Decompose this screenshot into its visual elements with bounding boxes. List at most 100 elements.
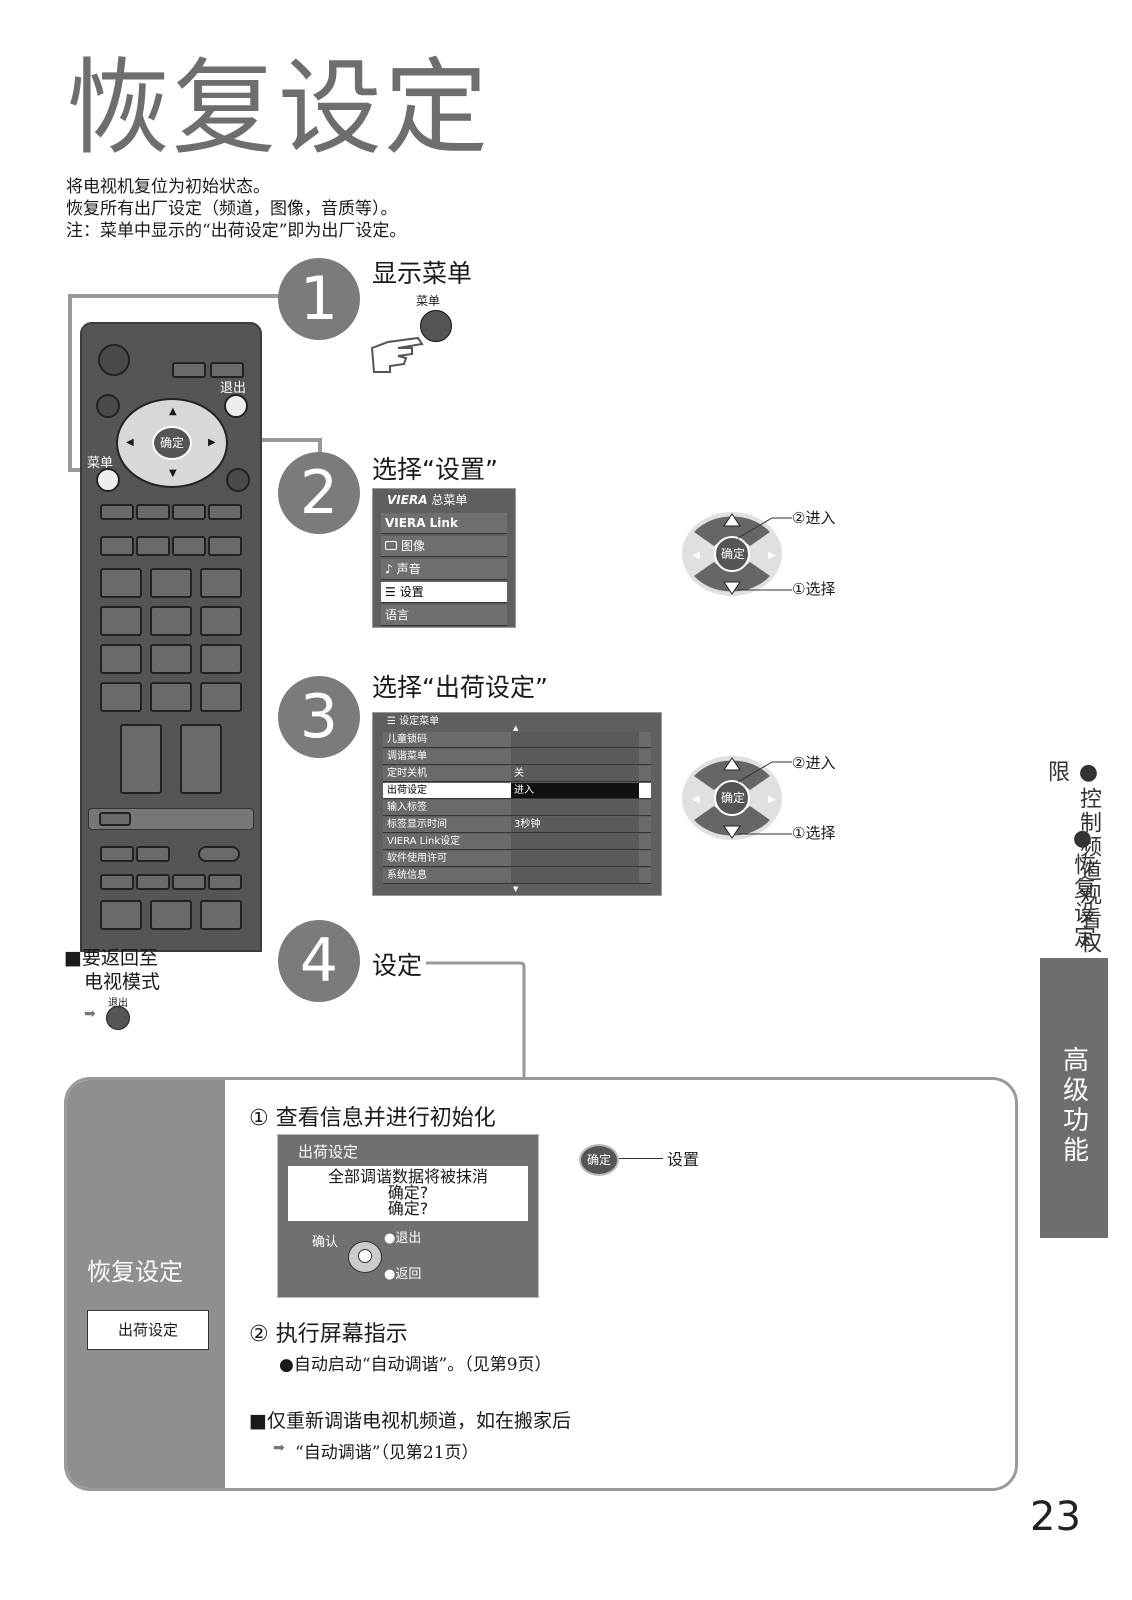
ok-button[interactable]: 确定 (152, 426, 192, 460)
reset-panel-sidebar: 恢复设定 出荷设定 (67, 1080, 225, 1488)
menu-button[interactable] (96, 468, 120, 492)
remote-button[interactable] (150, 900, 192, 930)
select-label: ①选择 (792, 824, 836, 842)
power-button[interactable] (98, 344, 130, 376)
remote-button[interactable] (136, 504, 170, 520)
music-note-icon: ♪ (385, 562, 393, 576)
channel-button[interactable] (180, 724, 222, 794)
menu-item-label: 图像 (401, 539, 426, 553)
sidebar-section-label: 高级功能 (1058, 1046, 1089, 1166)
remote-button[interactable] (172, 362, 206, 378)
remote-button[interactable] (172, 536, 206, 556)
connector-line (426, 961, 526, 1079)
back-option[interactable]: ●返回 (384, 1267, 422, 1282)
remote-button[interactable] (96, 394, 120, 418)
factory-reset-button[interactable]: 出荷设定 (87, 1310, 209, 1350)
setup-row[interactable]: 系统信息 (383, 868, 651, 884)
arrow-left-icon: ◀ (126, 437, 134, 448)
exit-option[interactable]: ●退出 (384, 1231, 422, 1246)
exit-button[interactable] (224, 394, 248, 418)
remote-button[interactable] (99, 812, 131, 826)
setup-row-value (511, 732, 639, 747)
volume-button[interactable] (120, 724, 162, 794)
remote-dpad-illustration: ◀ ▶ (682, 512, 782, 596)
enter-label: ②进入 (792, 754, 836, 772)
ok-button[interactable]: 确定 (579, 1144, 619, 1176)
return-note-title: ■要返回至 (64, 947, 158, 969)
remote-button[interactable] (136, 536, 170, 556)
remote-button[interactable] (100, 536, 134, 556)
remote-button[interactable] (136, 874, 170, 890)
scroll-down-icon: ▼ (513, 885, 519, 893)
confirm-label: 确认 (312, 1235, 339, 1250)
pad-callout-lines (738, 761, 792, 835)
remote-button[interactable] (226, 468, 250, 492)
setup-row[interactable]: 软件使用许可 (383, 851, 651, 867)
dialog-message: 确定? (387, 1199, 429, 1218)
menu-item-sound[interactable]: ♪声音 (381, 559, 507, 580)
exit-label: 退出 (220, 381, 247, 396)
ok-button[interactable]: 确定 (720, 547, 745, 561)
remote-panel (88, 808, 254, 830)
setup-menu-header: 设定菜单 (399, 716, 440, 727)
remote-button[interactable] (172, 874, 206, 890)
setup-row[interactable]: 输入标签 (383, 800, 651, 816)
setup-row-label: 软件使用许可 (387, 853, 447, 864)
setup-row-label: 定时关机 (387, 768, 427, 779)
svg-text:◀: ◀ (692, 794, 700, 805)
menu-item-setup[interactable]: ☰设置 (381, 582, 507, 603)
ok-button[interactable]: 确定 (720, 791, 745, 805)
number-button[interactable] (150, 606, 192, 636)
setup-row-factory-reset[interactable]: 出荷设定进入 (383, 783, 651, 799)
step-number: 2 (278, 452, 360, 534)
number-button[interactable] (150, 682, 192, 712)
exit-label: 退出 (108, 998, 128, 1009)
setup-row[interactable]: 调谐菜单 (383, 749, 651, 765)
setup-row-label: 儿童锁码 (387, 734, 427, 745)
remote-switch[interactable] (198, 846, 240, 862)
number-button[interactable] (200, 644, 242, 674)
remote-button[interactable] (208, 536, 242, 556)
remote-button[interactable] (200, 900, 242, 930)
menu-item-language[interactable]: 语言 (381, 605, 507, 626)
number-button[interactable] (100, 682, 142, 712)
intro-text: 将电视机复位为初始状态。 恢复所有出厂设定（频道，图像，音质等）。 注：菜单中显… (66, 176, 406, 242)
setup-menu: ☰ 设定菜单 ▲ 儿童锁码 调谐菜单 定时关机关 出荷设定进入 输入标签 标签显… (372, 712, 662, 896)
remote-button[interactable] (210, 362, 244, 378)
remote-button[interactable] (100, 504, 134, 520)
sidebar-category-active: ●恢复设定 (1070, 826, 1095, 949)
number-button[interactable] (200, 682, 242, 712)
remote-button[interactable] (208, 874, 242, 890)
remote-button[interactable] (100, 846, 134, 862)
setup-row[interactable]: 定时关机关 (383, 766, 651, 782)
number-button[interactable] (200, 568, 242, 598)
number-button[interactable] (100, 606, 142, 636)
remote-button[interactable] (100, 900, 142, 930)
setup-row[interactable]: VIERA Link设定 (383, 834, 651, 850)
remote-dpad[interactable]: ▲ ▼ ◀ ▶ 确定 (116, 398, 228, 488)
list-icon: ☰ (385, 585, 396, 599)
reset-panel-title: 恢复设定 (87, 1258, 183, 1286)
remote-button[interactable] (172, 504, 206, 520)
picture-icon (385, 541, 397, 550)
number-button[interactable] (150, 644, 192, 674)
number-button[interactable] (200, 606, 242, 636)
menu-item-picture[interactable]: 图像 (381, 536, 507, 557)
intro-line: 将电视机复位为初始状态。 (66, 177, 270, 197)
retune-note-ref: “自动调谐”（见第21页） (295, 1443, 479, 1463)
setup-row[interactable]: 儿童锁码 (383, 732, 651, 748)
intro-line: 注：菜单中显示的“出荷设定”即为出厂设定。 (66, 221, 407, 241)
number-button[interactable] (100, 568, 142, 598)
remote-button[interactable] (136, 846, 170, 862)
number-button[interactable] (100, 644, 142, 674)
number-button[interactable] (150, 568, 192, 598)
substep-note: ●自动启动“自动调谐”。（见第9页） (279, 1355, 552, 1375)
remote-button[interactable] (208, 504, 242, 520)
setup-row-value: 进入 (511, 783, 639, 798)
menu-button[interactable] (420, 310, 452, 342)
menu-item-viera-link[interactable]: VIERA Link (381, 513, 507, 534)
remote-button[interactable] (100, 874, 134, 890)
exit-button[interactable] (106, 1006, 130, 1030)
substep-title: ① 查看信息并进行初始化 (249, 1106, 496, 1131)
